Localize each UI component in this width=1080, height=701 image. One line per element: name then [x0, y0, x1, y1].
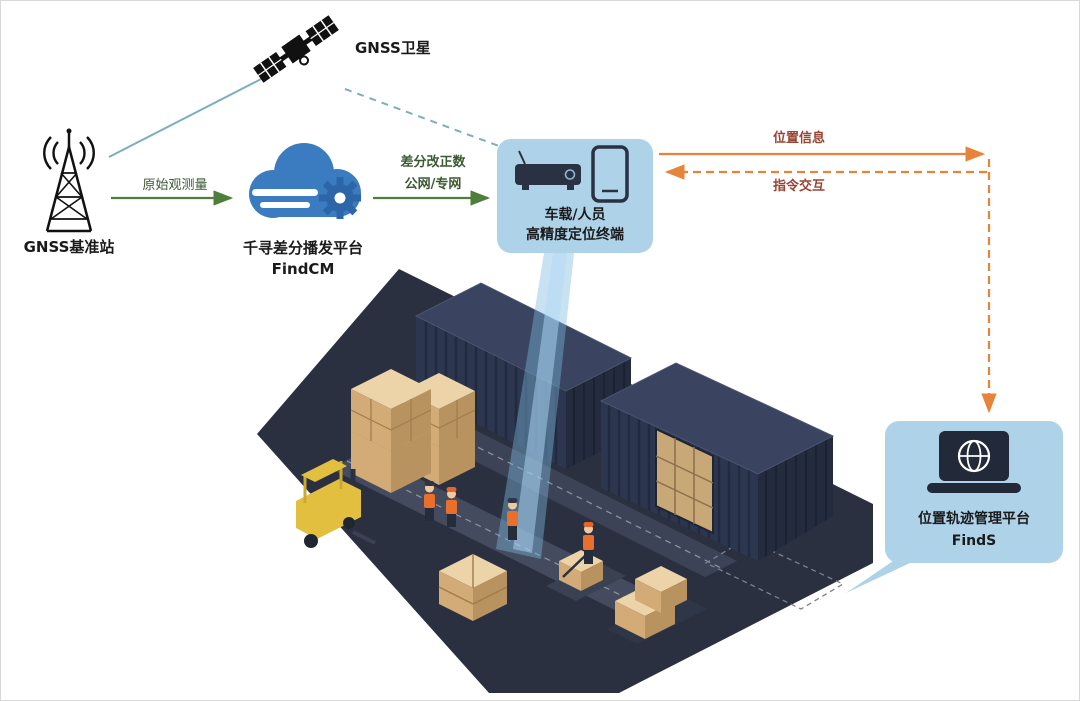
command-interaction-label: 指令交互 — [772, 179, 825, 194]
terminal-label-line1: 车载/人员 — [544, 207, 606, 223]
pallet-bottom-right — [607, 566, 707, 644]
link-satellite-to-base-station — [108, 74, 270, 158]
warehouse-illustration — [257, 253, 873, 693]
cloud-title: 千寻差分播发平台 — [242, 239, 363, 257]
satellite-icon — [253, 15, 339, 83]
single-crate — [438, 554, 508, 621]
cloud-subtitle: FindCM — [271, 260, 335, 278]
smartphone-icon — [591, 145, 629, 203]
worker-in-beam — [507, 498, 518, 540]
worker-left-2 — [446, 487, 457, 527]
laptop-globe-icon — [927, 431, 1021, 493]
management-platform-node — [846, 421, 1063, 593]
radio-tower-icon — [43, 128, 95, 233]
receiver-box-icon — [515, 150, 581, 190]
management-platform-subtitle: FindS — [951, 533, 997, 549]
shipping-container-front — [599, 362, 835, 561]
terminal-node — [497, 139, 653, 253]
terminal-label-line2: 高精度定位终端 — [526, 227, 624, 243]
crate-stack-front — [350, 369, 432, 493]
link-satellite-to-terminal-dashed — [344, 88, 508, 150]
cloud-gear-icon — [249, 143, 361, 219]
positioning-beam — [496, 253, 574, 559]
raw-observation-label: 原始观测量 — [142, 178, 208, 193]
base-station-label: GNSS基准站 — [23, 238, 115, 256]
management-platform-title: 位置轨迹管理平台 — [918, 511, 1030, 527]
forklift — [296, 459, 376, 548]
differential-correction-label: 差分改正数 — [400, 155, 466, 170]
network-label: 公网/专网 — [404, 177, 462, 192]
worker-left-1 — [424, 481, 435, 521]
position-info-label: 位置信息 — [772, 131, 825, 146]
satellite-label: GNSS卫星 — [355, 39, 431, 57]
pallet-jack-worker — [546, 522, 626, 601]
